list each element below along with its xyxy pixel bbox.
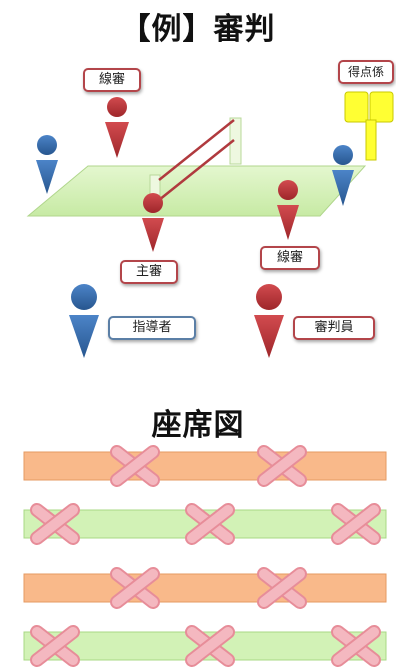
line-judge-figure-top xyxy=(105,97,129,158)
seat-row xyxy=(23,451,387,481)
net xyxy=(158,139,235,201)
x-mark-icon xyxy=(185,503,235,545)
x-mark-icon xyxy=(257,445,307,487)
chief-referee-figure xyxy=(142,193,164,252)
player-figure-right xyxy=(332,145,354,206)
court xyxy=(26,165,367,217)
seating-chart-title: 座席図 xyxy=(151,408,245,443)
scoreboard-icon xyxy=(344,91,394,161)
x-mark-icon xyxy=(110,567,160,609)
chief-referee-label: 主審 xyxy=(120,260,178,284)
referee-member-label: 審判員 xyxy=(293,316,375,340)
x-mark-icon xyxy=(257,567,307,609)
net xyxy=(158,119,235,181)
coach-label: 指導者 xyxy=(108,316,196,340)
scorekeeper-label: 得点係 xyxy=(338,60,394,84)
x-mark-icon xyxy=(331,625,381,667)
line-judge-label-top: 線審 xyxy=(83,68,141,92)
seat-row xyxy=(23,573,387,603)
referee-member-figure xyxy=(254,284,284,358)
x-mark-icon xyxy=(30,503,80,545)
diagram-title: 【例】審判 xyxy=(120,12,276,47)
player-figure-left xyxy=(36,135,58,194)
line-judge-label-right: 線審 xyxy=(260,246,320,270)
x-mark-icon xyxy=(30,625,80,667)
x-mark-icon xyxy=(110,445,160,487)
court-diagram xyxy=(26,91,394,358)
net-post-right xyxy=(229,117,242,165)
x-mark-icon xyxy=(185,625,235,667)
x-mark-icon xyxy=(331,503,381,545)
coach-figure xyxy=(69,284,99,358)
line-judge-figure-right xyxy=(277,180,299,240)
